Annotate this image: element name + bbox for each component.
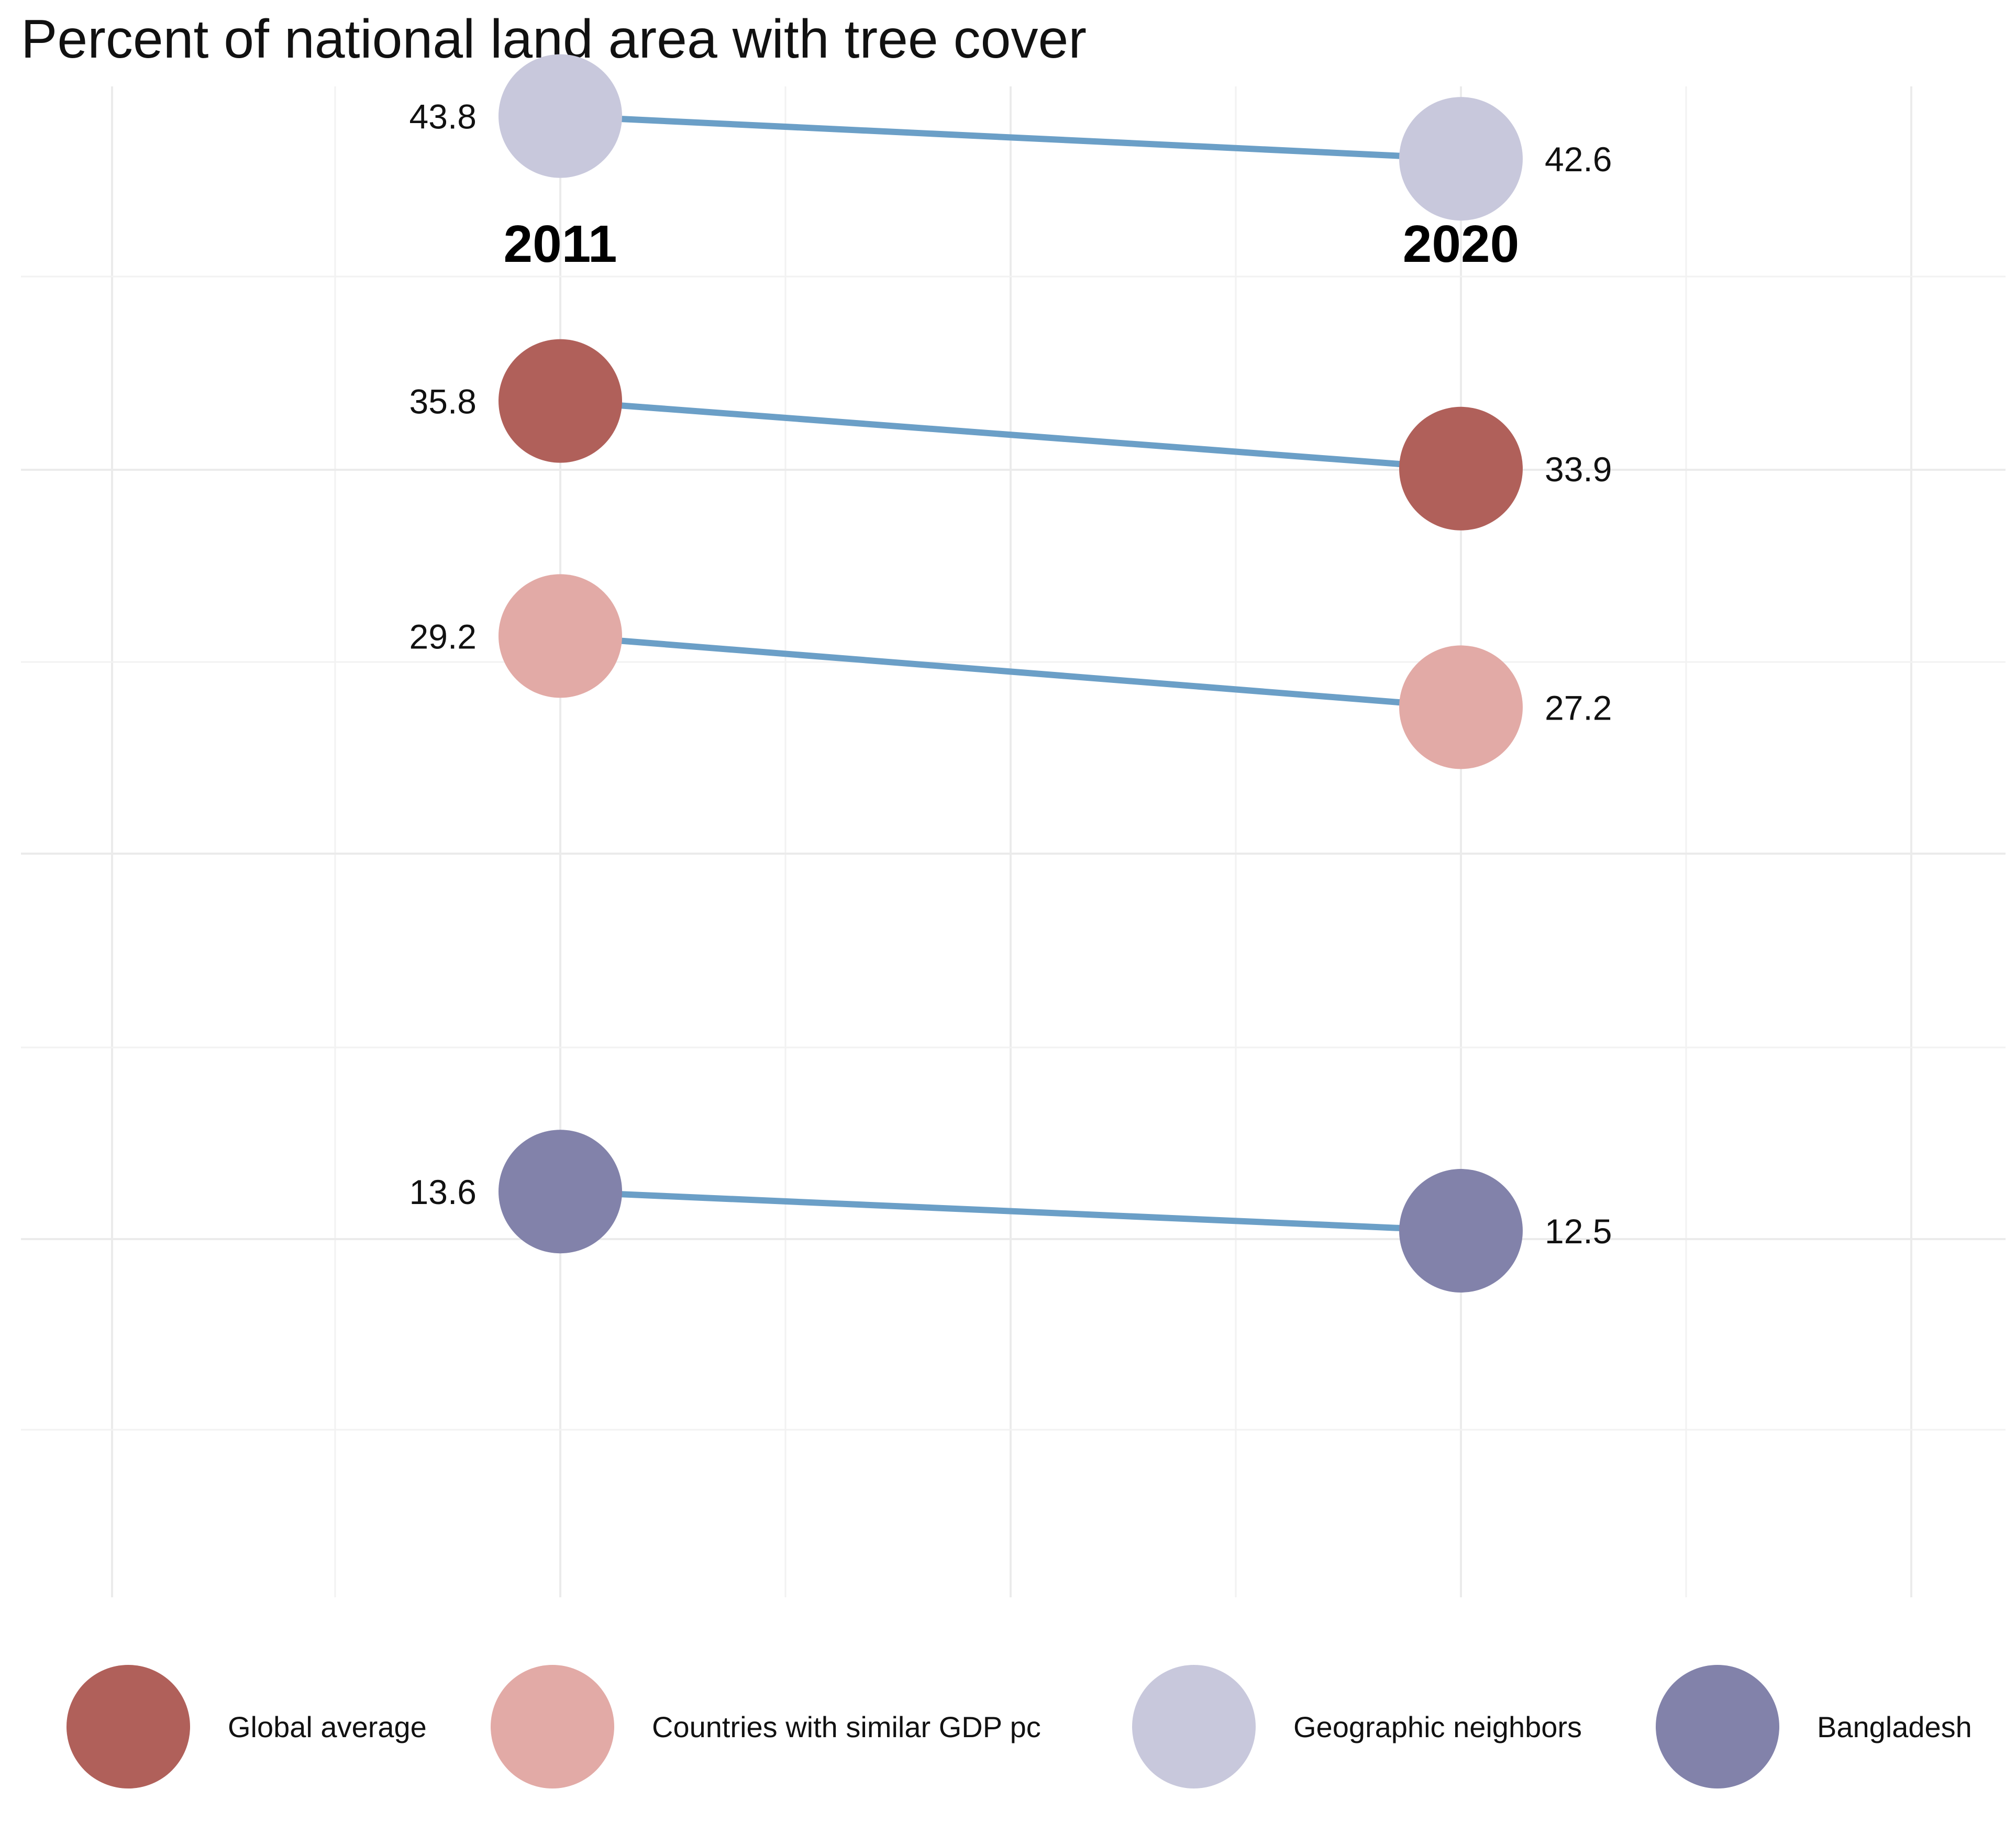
slope-lines [560, 113, 1461, 1234]
legend-swatch-bangladesh [1656, 1665, 1779, 1788]
data-point-countries-with-similar-gdp-pc-2020 [1399, 645, 1523, 769]
data-label-global-average-2011: 35.8 [409, 382, 477, 421]
legend-swatch-global-average [67, 1665, 190, 1788]
legend-label-geographic-neighbors: Geographic neighbors [1293, 1710, 1582, 1743]
slope-line-bangladesh [560, 1188, 1461, 1234]
data-label-geographic-neighbors-2020: 42.6 [1545, 140, 1612, 179]
data-point-geographic-neighbors-2020 [1399, 97, 1523, 221]
data-point-global-average-2011 [499, 339, 622, 463]
year-label-2011: 2011 [504, 215, 617, 273]
data-label-geographic-neighbors-2011: 43.8 [409, 97, 477, 136]
data-label-bangladesh-2011: 13.6 [409, 1173, 477, 1211]
data-point-countries-with-similar-gdp-pc-2011 [499, 574, 622, 698]
data-label-bangladesh-2020: 12.5 [1545, 1212, 1612, 1251]
legend-label-global-average: Global average [228, 1710, 427, 1743]
data-label-countries-with-similar-gdp-pc-2020: 27.2 [1545, 688, 1612, 727]
grid [21, 86, 2006, 1597]
year-labels: 2011 2020 [504, 215, 1520, 273]
slope-line-countries-with-similar-gdp-pc [560, 633, 1461, 711]
legend-swatch-geographic-neighbors [1132, 1665, 1256, 1788]
data-point-bangladesh-2020 [1399, 1169, 1523, 1293]
slope-line-geographic-neighbors [560, 113, 1461, 162]
legend-label-countries-with-similar-gdp-pc: Countries with similar GDP pc [652, 1710, 1041, 1743]
data-label-countries-with-similar-gdp-pc-2011: 29.2 [409, 617, 477, 656]
data-point-bangladesh-2011 [499, 1130, 622, 1254]
legend-swatch-countries-with-similar-gdp-pc [491, 1665, 614, 1788]
legend: Global average Countries with similar GDP… [67, 1665, 1972, 1788]
value-labels: 43.8 42.6 35.8 33.9 29.2 27.2 13.6 12.5 [409, 97, 1612, 1251]
legend-label-bangladesh: Bangladesh [1817, 1710, 1972, 1743]
slope-line-global-average [560, 397, 1461, 472]
data-point-global-average-2020 [1399, 406, 1523, 531]
year-label-2020: 2020 [1403, 215, 1519, 273]
data-label-global-average-2020: 33.9 [1545, 450, 1612, 489]
data-points [499, 54, 1523, 1293]
data-point-geographic-neighbors-2011 [499, 54, 622, 178]
